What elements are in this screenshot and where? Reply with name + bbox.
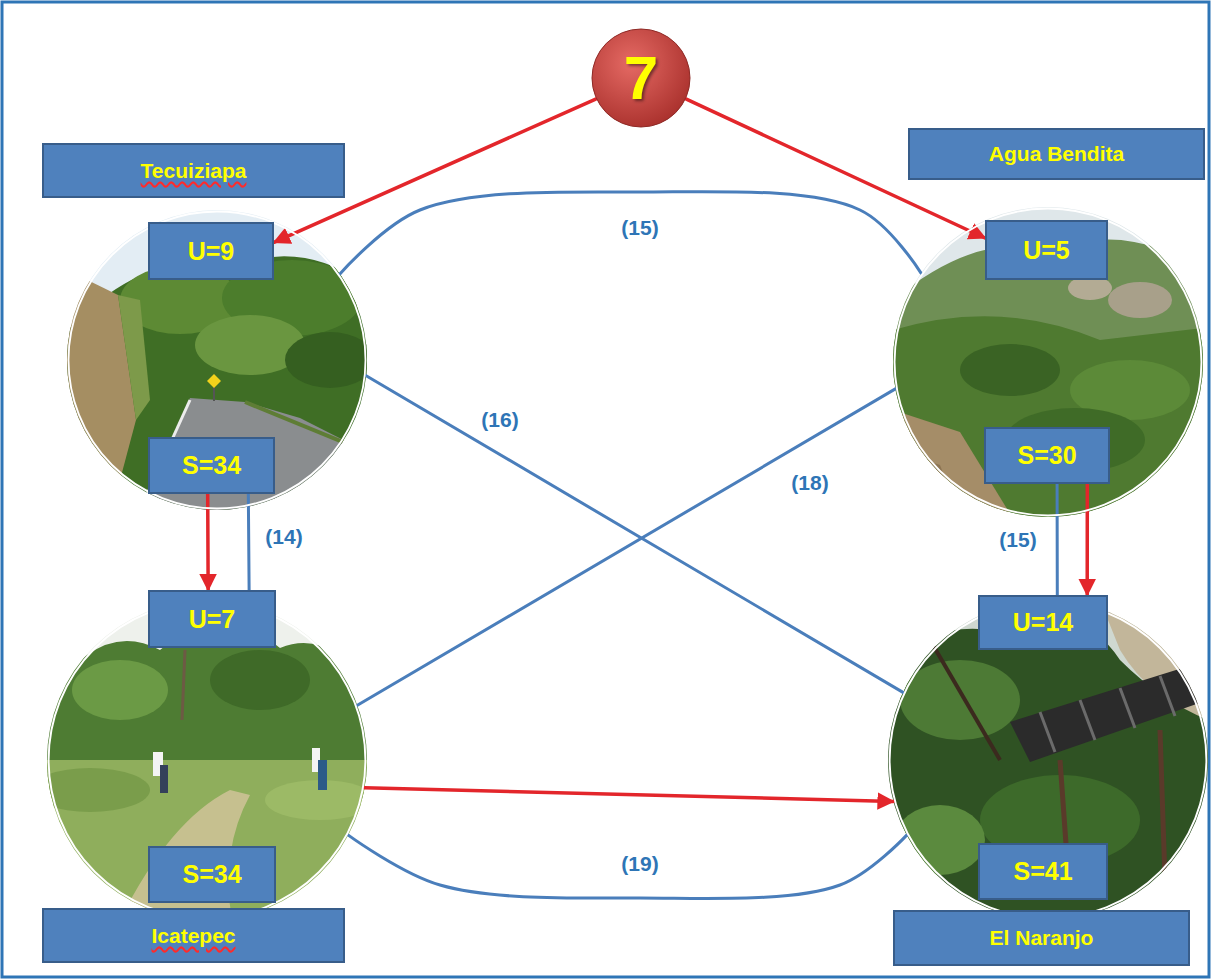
- step-number-text: 7: [624, 47, 658, 109]
- orchard-photo-part: [900, 660, 1020, 740]
- site-name: Tecuiziapa: [141, 158, 247, 183]
- link-label: (19): [621, 852, 658, 875]
- value-text: U=5: [1023, 236, 1070, 265]
- road-photo-part: [207, 374, 221, 388]
- link-label-patch: (19): [617, 850, 662, 877]
- value-text: S=34: [182, 451, 241, 480]
- link-line: [366, 376, 903, 693]
- connector-group: [208, 99, 1088, 898]
- orchard-photo-part: [1040, 676, 1175, 752]
- site-photo: Agua BenditaU=5S=30: [893, 207, 1203, 517]
- road-photo-part: [118, 295, 150, 420]
- field-photo-part: [160, 765, 168, 793]
- hill-photo-part: [960, 344, 1060, 396]
- disc-shape: [592, 29, 690, 127]
- value-box: U=5: [985, 220, 1108, 280]
- field-photo-part: [30, 768, 150, 812]
- photo-shape: [49, 602, 366, 919]
- link-label-patch: (15): [995, 526, 1040, 553]
- hill-photo-part: [893, 239, 1203, 517]
- photo-shape: [69, 212, 366, 509]
- link-label-patch: (18): [787, 469, 832, 496]
- value-box: S=34: [148, 846, 276, 903]
- photo-shape: [895, 209, 1202, 516]
- value-box: U=9: [148, 222, 274, 280]
- value-text: S=41: [1013, 857, 1072, 886]
- value-box: S=34: [148, 437, 275, 494]
- site-name-box: Icatepec: [42, 908, 345, 963]
- flow-arrow: [1085, 484, 1089, 595]
- hill-photo: [890, 200, 1210, 520]
- field-photo-part: [318, 760, 327, 790]
- link-label-patch: (14): [261, 523, 306, 550]
- orchard-photo-part: [1010, 660, 1208, 762]
- orchard-photo-part: [888, 624, 1208, 920]
- link-line: [340, 192, 921, 274]
- road-photo-part: [285, 332, 375, 388]
- hill-photo-part: [893, 316, 1203, 517]
- site-name: El Naranjo: [990, 925, 1094, 950]
- orchard-photo-part: [885, 595, 1212, 925]
- link-label: (18): [791, 471, 828, 494]
- value-box: S=30: [984, 427, 1110, 484]
- link-line: [247, 494, 251, 590]
- link-label: (15): [999, 528, 1036, 551]
- site-photo: El NaranjoU=14S=41: [888, 600, 1208, 920]
- site-name: Agua Bendita: [989, 141, 1124, 166]
- link-line: [1056, 484, 1059, 595]
- value-text: S=34: [182, 860, 241, 889]
- link-label-patch: (16): [477, 406, 522, 433]
- site-photo: IcatepecU=7S=34: [47, 600, 367, 920]
- flow-arrow: [365, 788, 894, 802]
- link-label: (15): [621, 216, 658, 239]
- link-line: [348, 835, 906, 898]
- link-label-patch: (15): [617, 214, 662, 241]
- step-number: 7: [591, 28, 691, 128]
- orchard-photo-part: [930, 640, 1000, 760]
- site-photo: TecuiziapaU=9S=34: [67, 210, 367, 510]
- site-name-box: Agua Bendita: [908, 128, 1205, 180]
- value-box: S=41: [978, 843, 1108, 900]
- site-name-box: El Naranjo: [893, 910, 1190, 966]
- link-label: (14): [265, 525, 302, 548]
- site-name: Icatepec: [151, 923, 235, 948]
- orchard-photo: [885, 595, 1212, 925]
- hill-photo-part: [890, 200, 1210, 520]
- value-text: U=9: [188, 237, 235, 266]
- value-box: U=14: [978, 595, 1108, 650]
- road-photo: [60, 200, 380, 520]
- link-line: [357, 389, 895, 705]
- value-box: U=7: [148, 590, 276, 648]
- field-photo-part: [210, 650, 310, 710]
- value-text: U=14: [1013, 608, 1073, 637]
- field-photo-part: [72, 660, 168, 720]
- orchard-photo-part: [895, 805, 985, 875]
- link-label: (16): [481, 408, 518, 431]
- hill-photo-part: [893, 450, 960, 517]
- value-text: S=30: [1017, 441, 1076, 470]
- value-text: U=7: [189, 605, 236, 634]
- hill-photo-part: [1108, 282, 1172, 318]
- field-photo-part: [182, 650, 185, 720]
- road-photo-part: [60, 200, 380, 520]
- site-name-box: Tecuiziapa: [42, 143, 345, 198]
